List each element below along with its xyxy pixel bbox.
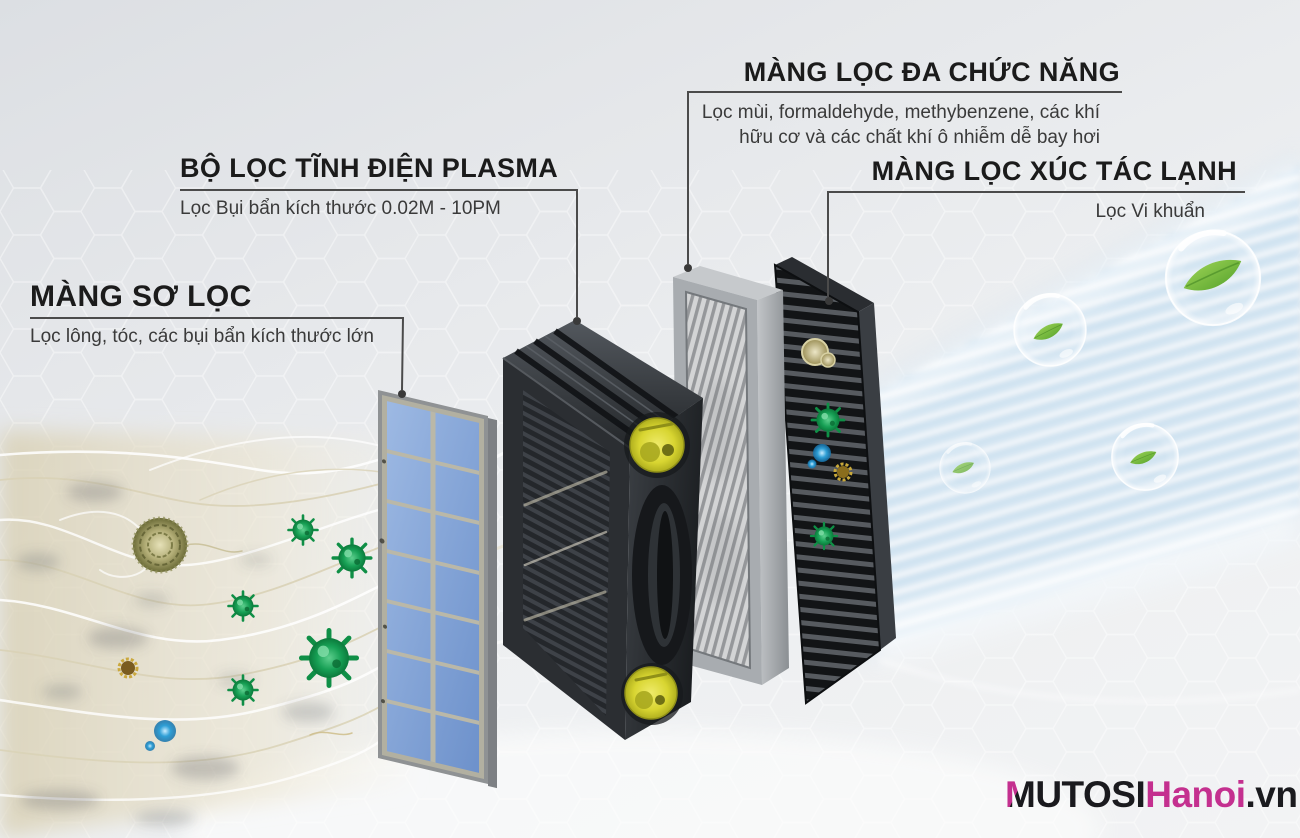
dirt-smudges <box>16 482 334 826</box>
virus-icon <box>809 521 839 551</box>
virus-icon <box>810 402 846 438</box>
pre-filter-panel <box>378 389 497 789</box>
latch-knob <box>624 412 690 478</box>
connector-dots <box>398 264 833 398</box>
multi-function-label-title: MÀNG LỌC ĐA CHỨC NĂNG <box>743 57 1120 87</box>
connector-dot <box>573 317 581 325</box>
connector-lines <box>30 91 1245 391</box>
logo-suffix: Hanoi <box>1145 774 1246 815</box>
droplet-icon <box>154 720 176 742</box>
virus-icon <box>227 590 259 622</box>
connector-dot <box>684 264 692 272</box>
plasma-filter-label-desc: Lọc Bụi bẩn kích thước 0.02M - 10PM <box>180 198 501 219</box>
cold-catalyst-label-desc: Lọc Vi khuẩn <box>1095 201 1205 222</box>
droplet-icon <box>813 444 831 462</box>
bubble-icon <box>938 441 992 495</box>
pre-filter-label-desc: Lọc lông, tóc, các bụi bẩn kích thước lớ… <box>30 326 374 347</box>
cold-catalyst-filter-panel <box>773 257 896 705</box>
virus-icon <box>301 630 356 685</box>
bubble-icon <box>1166 231 1260 325</box>
virus-icon <box>287 514 319 546</box>
connector-dot <box>825 297 833 305</box>
dust-particle-icon <box>833 462 853 482</box>
logo-tld: .vn <box>1245 774 1298 815</box>
bubble-icon <box>1112 424 1178 490</box>
trapped-particles <box>801 338 853 551</box>
connector-line <box>827 191 1245 297</box>
virus-icon <box>227 674 259 706</box>
connector-line <box>687 91 1122 264</box>
multi-function-label-desc: Lọc mùi, formaldehyde, methybenzene, các… <box>688 100 1100 150</box>
logo-brand-rest: UTOSI <box>1035 774 1146 815</box>
hairball-icon <box>131 516 189 574</box>
logo-letter-m: M <box>1005 774 1036 815</box>
dust-particle-icon <box>117 657 139 679</box>
multi-function-desc-line2: hữu cơ và các chất khí ô nhiễm dễ bay hơ… <box>739 127 1100 148</box>
dirty-air-particles <box>117 514 373 751</box>
droplet-icon <box>145 741 155 751</box>
brand-logo: MUTOSIHanoi.vn <box>1005 774 1298 816</box>
latch-knob <box>621 663 683 725</box>
connector-dot <box>398 390 406 398</box>
pre-filter-label-title: MÀNG SƠ LỌC <box>30 280 252 313</box>
plasma-filter-label-title: BỘ LỌC TĨNH ĐIỆN PLASMA <box>180 153 559 183</box>
droplet-icon <box>807 459 817 469</box>
multi-function-desc-line1: Lọc mùi, formaldehyde, methybenzene, các… <box>701 102 1100 123</box>
connector-line <box>30 317 405 391</box>
airflow-streams-dirty <box>0 430 414 838</box>
plasma-electrostatic-unit <box>502 320 703 740</box>
bubble-icon <box>1014 294 1086 366</box>
virus-icon <box>331 537 373 579</box>
cold-catalyst-label-title: MÀNG LỌC XÚC TÁC LẠNH <box>871 156 1237 186</box>
connector-line <box>180 189 578 317</box>
